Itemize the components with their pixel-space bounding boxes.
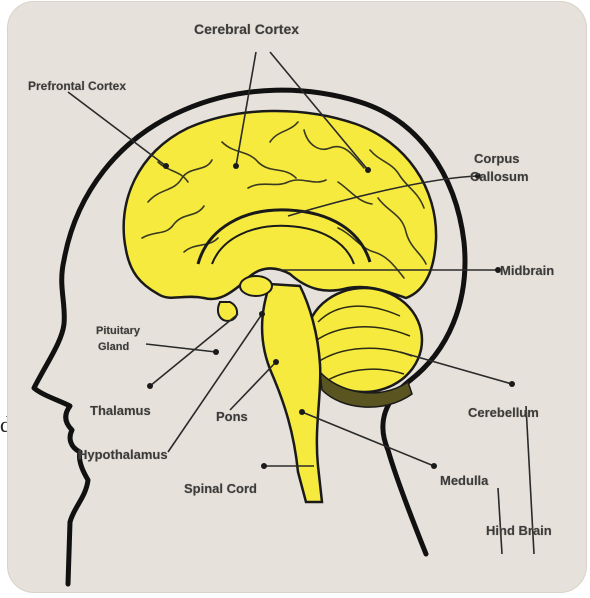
label-midbrain: Midbrain [500,264,554,278]
label-pituitary-line1: Pituitary [96,326,140,338]
brain-diagram-card: Cerebral Cortex Prefrontal Cortex Corpus… [8,2,586,592]
cerebrum [124,111,436,299]
label-cerebellum: Cerebellum [468,406,539,420]
label-pituitary-line2: Gland [98,342,129,354]
label-prefrontal-cortex: Prefrontal Cortex [28,80,126,93]
label-medulla: Medulla [440,474,488,488]
label-spinal-cord: Spinal Cord [184,482,257,496]
brainstem [262,284,322,502]
label-cerebral-cortex: Cerebral Cortex [194,22,299,37]
label-pons: Pons [216,410,248,424]
label-corpus-callosum-line2: Callosum [470,170,529,184]
label-hypothalamus: Hypothalamus [78,448,168,462]
label-hind-brain: Hind Brain [486,524,552,538]
thalamus-shape [240,276,272,296]
label-corpus-callosum-line1: Corpus [474,152,520,166]
label-thalamus: Thalamus [90,404,151,418]
